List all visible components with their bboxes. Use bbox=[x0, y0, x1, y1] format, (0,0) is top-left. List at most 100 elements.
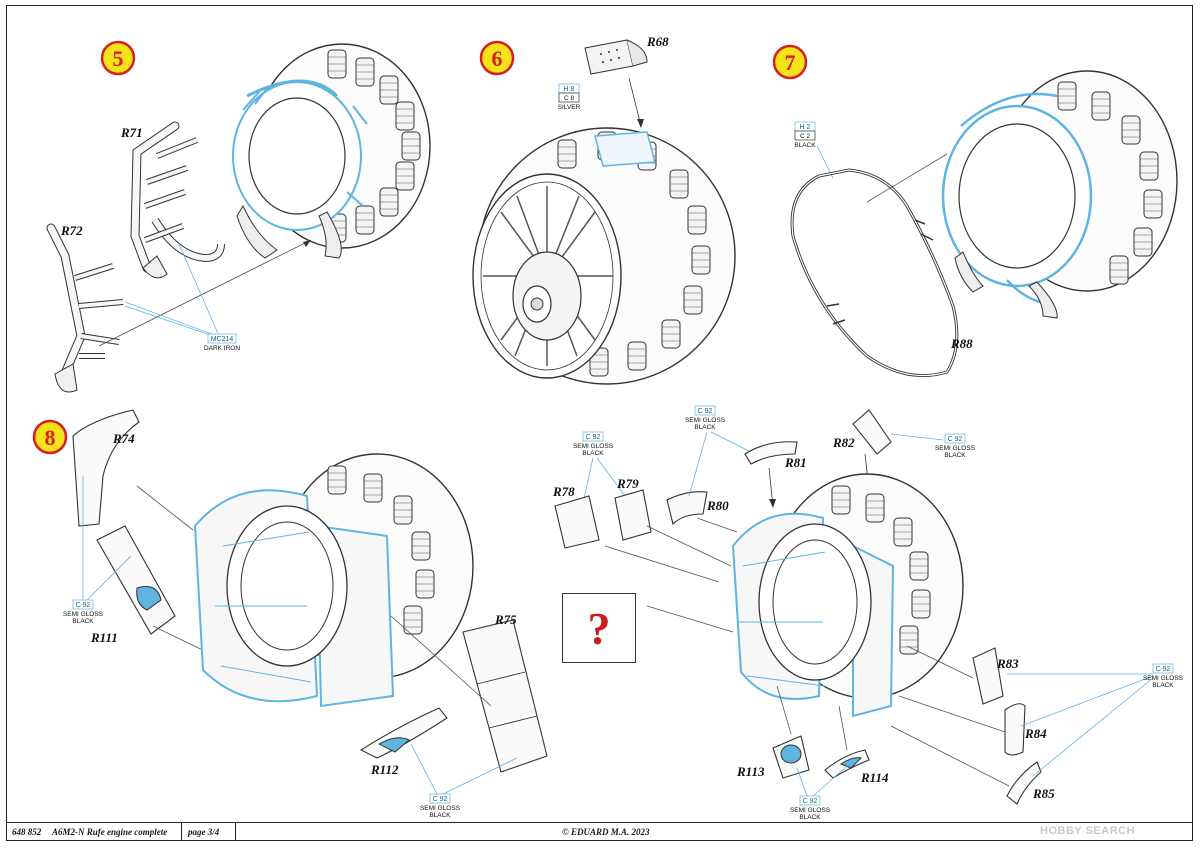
panel-r75 bbox=[462, 619, 548, 773]
paint-name-black-b: BLACK bbox=[429, 812, 451, 819]
part-label-r72: R72 bbox=[60, 223, 83, 238]
paint-name-semigloss-a: SEMI GLOSS bbox=[63, 611, 104, 618]
paint-callout-step8-r113: C 92 SEMI GLOSS BLACK bbox=[790, 765, 848, 821]
panel-r79 bbox=[614, 489, 652, 541]
panel-r85 bbox=[1006, 761, 1042, 805]
paint-code-c92-f: C 92 bbox=[1156, 666, 1171, 673]
panel-r78 bbox=[554, 495, 600, 549]
part-label-r75: R75 bbox=[494, 612, 517, 627]
paint-code-c92-d: C 92 bbox=[698, 408, 713, 415]
paint-callout-step8-mid: C 92 SEMI GLOSS BLACK bbox=[410, 743, 518, 819]
paint-name-black: BLACK bbox=[794, 142, 816, 149]
paint-name-silver: SILVER bbox=[558, 104, 581, 111]
part-label-r79: R79 bbox=[616, 476, 639, 491]
engine-step7 bbox=[941, 70, 1178, 319]
exhaust-r72 bbox=[46, 223, 124, 393]
part-label-r82: R82 bbox=[832, 435, 855, 450]
watermark-logo: HOBBY SEARCH bbox=[1040, 825, 1136, 837]
step-6-number: 6 bbox=[492, 46, 503, 71]
part-label-r111: R111 bbox=[90, 630, 118, 645]
paint-name-black-c: BLACK bbox=[582, 450, 604, 457]
part-label-r74: R74 bbox=[112, 431, 135, 446]
question-mark: ? bbox=[587, 602, 611, 654]
footer-page-number: page 3/4 bbox=[188, 827, 220, 837]
engine-step8-right bbox=[731, 473, 964, 718]
paint-name-black-e: BLACK bbox=[944, 452, 966, 459]
step-6-badge: 6 bbox=[479, 40, 515, 76]
unknown-part-question-box: ? bbox=[562, 593, 636, 663]
paint-name-semigloss-d: SEMI GLOSS bbox=[685, 417, 726, 424]
panel-r83 bbox=[972, 647, 1004, 705]
panel-r82 bbox=[852, 409, 892, 455]
footer-divider bbox=[235, 823, 236, 841]
paint-callout-step7: H 2 C 2 BLACK bbox=[794, 121, 834, 179]
part-label-r84: R84 bbox=[1024, 726, 1047, 741]
step-8-badge: 8 bbox=[32, 419, 68, 455]
footer-divider bbox=[181, 823, 182, 841]
paint-code-c92-e: C 92 bbox=[948, 436, 963, 443]
paint-name-semigloss-e: SEMI GLOSS bbox=[935, 445, 976, 452]
instruction-sheet: 5 R71 R72 bbox=[6, 5, 1193, 841]
part-label-r88: R88 bbox=[950, 336, 973, 351]
step-5-number: 5 bbox=[113, 46, 124, 71]
part-label-r80: R80 bbox=[706, 498, 729, 513]
part-label-r78: R78 bbox=[552, 484, 575, 499]
part-label-r71: R71 bbox=[120, 125, 143, 140]
paint-callout-step5: MC214 DARK IRON bbox=[204, 333, 240, 352]
panel-r114 bbox=[824, 749, 870, 779]
paint-callout-step6: H 8 C 8 SILVER bbox=[558, 83, 581, 111]
part-label-r112: R112 bbox=[370, 762, 399, 777]
paint-name-black-a: BLACK bbox=[72, 618, 94, 625]
step5-leader-lines bbox=[98, 239, 312, 347]
panel-r112 bbox=[359, 707, 448, 759]
paint-callout-step8-r81: C 92 SEMI GLOSS BLACK bbox=[685, 405, 756, 497]
part-label-r114: R114 bbox=[860, 770, 889, 785]
paint-code-c2: C 2 bbox=[800, 133, 811, 140]
engine-step5 bbox=[232, 43, 431, 259]
exhaust-r71 bbox=[130, 121, 225, 279]
part-label-r113: R113 bbox=[736, 764, 765, 779]
paint-callout-step8-r83: C 92 SEMI GLOSS BLACK bbox=[1007, 663, 1184, 777]
paint-callout-step8-left: C 92 SEMI GLOSS BLACK bbox=[63, 476, 132, 625]
engine-step6 bbox=[472, 127, 736, 385]
paint-name-semigloss-f: SEMI GLOSS bbox=[1143, 675, 1184, 682]
paint-code-h2: H 2 bbox=[800, 124, 811, 131]
paint-name-black-d: BLACK bbox=[694, 424, 716, 431]
step-7-badge: 7 bbox=[772, 44, 808, 80]
paint-code-c92-g: C 92 bbox=[803, 798, 818, 805]
step-7-number: 7 bbox=[785, 50, 796, 75]
part-label-r83: R83 bbox=[996, 656, 1019, 671]
engine-step8-left bbox=[193, 453, 474, 708]
paint-callout-step8-r82: C 92 SEMI GLOSS BLACK bbox=[890, 433, 976, 459]
paint-code-c8: C 8 bbox=[564, 95, 575, 102]
part-r68 bbox=[584, 39, 648, 75]
paint-code-c92-b: C 92 bbox=[433, 796, 448, 803]
paint-code-h8: H 8 bbox=[564, 86, 575, 93]
footer-bar: 648 852 A6M2-N Rufe engine complete page… bbox=[6, 822, 1193, 841]
cowl-ring-r88 bbox=[790, 168, 959, 378]
part-label-r68: R68 bbox=[646, 34, 669, 49]
step-8-number: 8 bbox=[45, 425, 56, 450]
panel-r113 bbox=[772, 735, 810, 779]
assembly-diagram: 5 R71 R72 bbox=[32, 34, 1184, 821]
panel-r74 bbox=[72, 409, 140, 527]
paint-name-black-g: BLACK bbox=[799, 814, 821, 821]
paint-name-semigloss-b: SEMI GLOSS bbox=[420, 805, 461, 812]
paint-name-semigloss-g: SEMI GLOSS bbox=[790, 807, 831, 814]
footer-copyright: © EDUARD M.A. 2023 bbox=[562, 827, 650, 837]
part-label-r85: R85 bbox=[1032, 786, 1055, 801]
panel-r111 bbox=[96, 525, 176, 635]
panel-r81 bbox=[744, 441, 798, 465]
panel-r84 bbox=[1004, 703, 1026, 756]
step-5-badge: 5 bbox=[100, 40, 136, 76]
paint-code-c92-a: C 92 bbox=[76, 602, 91, 609]
paint-name-black-f: BLACK bbox=[1152, 682, 1174, 689]
panel-r80 bbox=[666, 491, 708, 526]
paint-name-semigloss-c: SEMI GLOSS bbox=[573, 443, 614, 450]
footer-product-code: 648 852 bbox=[12, 827, 42, 837]
paint-name-dark-iron: DARK IRON bbox=[204, 345, 240, 352]
paint-code-mc214: MC214 bbox=[211, 336, 234, 343]
part-label-r81: R81 bbox=[784, 455, 807, 470]
paint-code-c92-c: C 92 bbox=[586, 434, 601, 441]
footer-product-title: A6M2-N Rufe engine complete bbox=[52, 827, 168, 837]
